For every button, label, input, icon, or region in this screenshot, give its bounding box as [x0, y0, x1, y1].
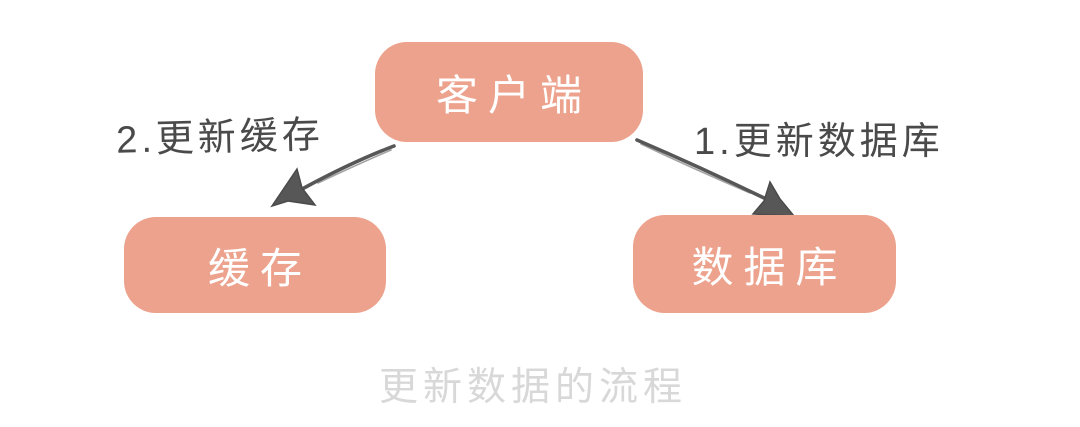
node-cache-label: 缓存: [207, 244, 312, 292]
arrowhead-database: [751, 180, 796, 217]
node-client: 客户端: [375, 42, 643, 142]
node-database: 数据库: [633, 215, 896, 313]
node-database-label: 数据库: [691, 243, 848, 291]
node-cache: 缓存: [124, 217, 386, 313]
node-client-label: 客户端: [435, 71, 592, 119]
edge-label-update-cache: 2.更新缓存: [115, 114, 325, 162]
arrowhead-cache: [270, 167, 317, 208]
diagram-caption: 更新数据的流程: [378, 366, 687, 409]
edge-label-update-database: 1.更新数据库: [694, 121, 944, 163]
